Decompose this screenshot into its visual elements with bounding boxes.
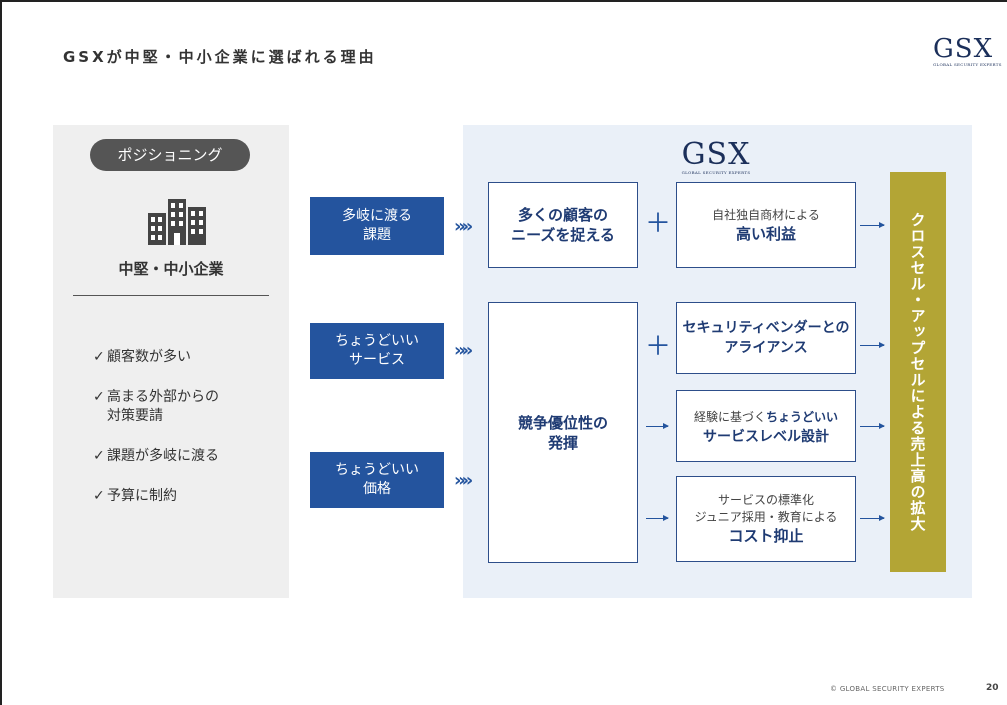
arrow-icon <box>646 423 669 429</box>
building-icon <box>148 199 206 245</box>
box-text: セキュリティベンダーとの <box>682 320 850 336</box>
box-text: ちょうどいい <box>766 409 839 424</box>
check-item: ✓課題が多岐に渡る <box>93 447 283 466</box>
logo-subtitle: GLOBAL SECURITY EXPERTS <box>681 170 751 175</box>
check-icon: ✓ <box>93 349 105 365</box>
check-icon: ✓ <box>93 448 105 464</box>
tag-line: 多岐に渡る <box>342 208 412 224</box>
box-text: 経験に基づく <box>693 409 766 424</box>
box-alliance: セキュリティベンダーとの アライアンス <box>676 302 856 374</box>
copyright: © GLOBAL SECURITY EXPERTS <box>830 685 945 693</box>
logo-mark: GSX <box>681 137 751 172</box>
tag-line: 価格 <box>363 481 391 497</box>
tag-right-service: ちょうどいい サービス <box>310 323 444 379</box>
box-text: ニーズを捉える <box>511 226 615 244</box>
arrow-icon <box>860 342 885 348</box>
check-list: ✓顧客数が多い ✓高まる外部からの 対策要請 ✓課題が多岐に渡る ✓予算に制約 <box>93 348 283 527</box>
check-icon: ✓ <box>93 389 105 405</box>
check-item: ✓顧客数が多い <box>93 348 283 367</box>
box-high-profit: 自社独自商材による 高い利益 <box>676 182 856 268</box>
check-icon: ✓ <box>93 488 105 504</box>
box-text: 高い利益 <box>735 224 796 243</box>
box-text: 自社独自商材による <box>712 207 820 222</box>
tag-line: サービス <box>349 352 405 368</box>
gsx-logo-center: GSX GLOBAL SECURITY EXPERTS <box>676 140 756 176</box>
box-customer-needs: 多くの顧客の ニーズを捉える <box>488 182 638 268</box>
box-service-level: 経験に基づくちょうどいい サービスレベル設計 <box>676 390 856 462</box>
box-text: 発揮 <box>547 433 578 452</box>
box-cost-control: サービスの標準化 ジュニア採用・教育による コスト抑止 <box>676 476 856 562</box>
company-size-label: 中堅・中小企業 <box>118 260 224 278</box>
plus-icon: ＋ <box>645 209 672 239</box>
page-title: GSXが中堅・中小企業に選ばれる理由 <box>63 48 377 66</box>
positioning-pill: ポジショニング <box>90 139 250 171</box>
logo-subtitle: GLOBAL SECURITY EXPERTS <box>933 62 1002 67</box>
result-bar: クロスセル・アップセルによる売上高の拡大 <box>890 172 946 572</box>
box-text: サービスレベル設計 <box>703 428 829 445</box>
box-text: 多くの顧客の <box>517 206 608 224</box>
divider <box>73 295 269 296</box>
arrow-icon <box>860 222 885 228</box>
tag-line: ちょうどいい <box>335 462 419 478</box>
chevron-icon: »» <box>454 470 473 491</box>
tag-line: 課題 <box>363 227 391 243</box>
chevron-icon: »» <box>454 340 473 361</box>
frame-left-border <box>0 0 2 705</box>
tag-right-price: ちょうどいい 価格 <box>310 452 444 508</box>
logo-mark: GSX <box>933 34 994 64</box>
box-text: サービスの標準化 <box>717 493 814 507</box>
check-item: ✓高まる外部からの 対策要請 <box>93 388 283 426</box>
arrow-icon <box>646 515 669 521</box>
arrow-icon <box>860 515 885 521</box>
box-text: コスト抑止 <box>728 527 804 545</box>
box-text-row: 経験に基づくちょうどいい <box>694 406 838 427</box>
box-competitive-advantage: 競争優位性の 発揮 <box>488 302 638 563</box>
check-text-continued: 対策要請 <box>107 408 163 424</box>
gsx-logo: GSX GLOBAL SECURITY EXPERTS <box>933 34 1002 68</box>
check-item: ✓予算に制約 <box>93 487 283 506</box>
plus-icon: ＋ <box>645 332 672 362</box>
tag-line: ちょうどいい <box>335 333 419 349</box>
tag-diverse-issues: 多岐に渡る 課題 <box>310 197 444 255</box>
check-text: 予算に制約 <box>107 488 177 504</box>
chevron-icon: »» <box>454 216 473 237</box>
arrow-icon <box>860 423 885 429</box>
check-text: 顧客数が多い <box>107 349 191 365</box>
check-text: 課題が多岐に渡る <box>107 448 219 464</box>
box-text: 競争優位性の <box>517 413 608 432</box>
box-text: ジュニア採用・教育による <box>694 510 838 524</box>
page-number: 20 <box>986 683 999 693</box>
box-text: アライアンス <box>724 340 808 356</box>
check-text: 高まる外部からの <box>107 389 219 405</box>
frame-top-border <box>0 0 1007 2</box>
